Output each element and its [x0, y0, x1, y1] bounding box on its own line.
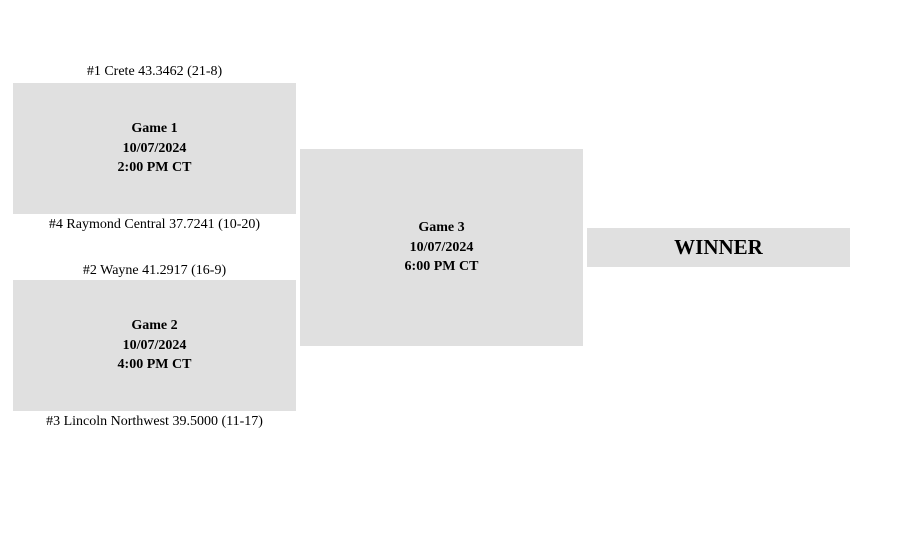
team-seed-3-label: #3 Lincoln Northwest 39.5000 (11-17): [46, 414, 263, 429]
game-2-time: 4:00 PM CT: [117, 357, 192, 373]
winner-label: WINNER: [674, 234, 763, 259]
game-3-box: Game 3 10/07/2024 6:00 PM CT: [300, 149, 583, 346]
game-2-box: Game 2 10/07/2024 4:00 PM CT: [13, 280, 296, 411]
game-1-date: 10/07/2024: [122, 140, 187, 156]
game-3-time: 6:00 PM CT: [404, 259, 479, 275]
game-1-time: 2:00 PM CT: [117, 160, 192, 176]
game-2-title: Game 2: [131, 318, 178, 334]
team-seed-4-label: #4 Raymond Central 37.7241 (10-20): [48, 217, 261, 232]
game-1-title: Game 1: [131, 121, 178, 137]
game-1-box: Game 1 10/07/2024 2:00 PM CT: [13, 83, 296, 214]
game-3-date: 10/07/2024: [409, 239, 474, 255]
game-3-title: Game 3: [418, 220, 465, 236]
game-2-date: 10/07/2024: [122, 337, 187, 353]
winner-box: WINNER: [587, 228, 850, 267]
team-seed-2-label: #2 Wayne 41.2917 (16-9): [82, 263, 227, 278]
team-seed-1-label: #1 Crete 43.3462 (21-8): [86, 64, 223, 79]
